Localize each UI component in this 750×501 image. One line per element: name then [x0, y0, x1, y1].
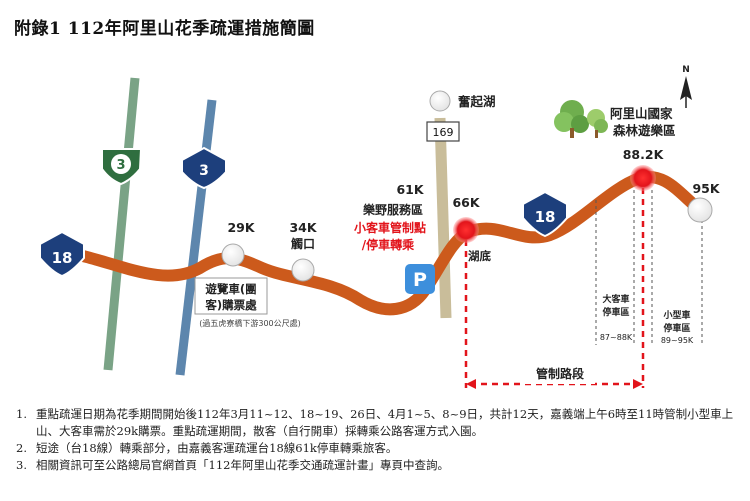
control-point-88k: [630, 165, 656, 191]
label-95k: 95K: [692, 181, 720, 196]
fenqihu-label: 奮起湖: [457, 94, 496, 109]
route-3-green-shield: 3: [101, 148, 143, 186]
highway-3-blue-road: [175, 99, 217, 376]
svg-text:18: 18: [52, 249, 73, 267]
svg-text:大客車: 大客車: [602, 293, 629, 305]
svg-text:遊覽車(團: 遊覽車(團: [205, 282, 256, 296]
svg-text:3: 3: [116, 158, 125, 173]
note-item: 3. 相關資訊可至公路總局官網首頁「112年阿里山花季交通疏運計畫」專頁中查詢。: [16, 458, 449, 472]
control-point-66k: [453, 217, 479, 243]
control-section-label: 管制路段: [536, 366, 585, 381]
label-29k: 29K: [227, 220, 255, 235]
notes-section: 1. 重點疏運日期為花季期間開始後112年3月11~12、18~19、26日、4…: [16, 406, 741, 474]
label-61k-sub: 樂野服務區: [362, 202, 423, 217]
svg-text:客)購票處: 客)購票處: [204, 298, 257, 312]
label-66k: 66K: [452, 195, 480, 210]
small-vehicle-parking-label: 小型車 停車區 89~95K: [661, 309, 694, 345]
parking-zone-lines: [595, 190, 703, 345]
page-title: 附錄1 112年阿里山花季疏運措施簡圖: [14, 19, 315, 39]
svg-text:89~95K: 89~95K: [661, 336, 694, 345]
label-61k: 61K: [396, 182, 424, 197]
large-vehicle-parking-label: 大客車 停車區 87~88K: [600, 293, 633, 342]
marker-29k: [221, 243, 245, 267]
svg-text:18: 18: [535, 208, 556, 226]
route-169-sign: 169: [426, 121, 460, 142]
tree-icon: [554, 100, 608, 138]
road-169: [434, 117, 452, 319]
route-18-shield-left: 18: [39, 230, 85, 278]
svg-text:P: P: [413, 269, 427, 291]
svg-text:小型車: 小型車: [662, 309, 690, 321]
north-arrow-icon: N: [680, 65, 692, 108]
note-item: 2. 短途（台18線）轉乘部分，由嘉義客運疏運台18線61k停車轉乘旅客。: [16, 441, 398, 455]
note-item: 1. 重點疏運日期為花季期間開始後112年3月11~12、18~19、26日、4…: [16, 407, 734, 438]
label-34k-sub: 觸口: [291, 236, 315, 251]
marker-34k: [291, 258, 315, 282]
svg-text:169: 169: [433, 126, 454, 139]
route-18-shield-right: 18: [522, 190, 568, 238]
control-point-label-2: /停車轉乘: [362, 237, 414, 252]
svg-text:停車區: 停車區: [602, 306, 629, 318]
hudi-label: 湖底: [468, 249, 491, 263]
highway-3-green-road: [103, 77, 140, 371]
svg-text:停車區: 停車區: [663, 322, 690, 334]
alishan-label-2: 森林遊樂區: [613, 123, 676, 138]
fenqihu-marker: [429, 90, 451, 112]
parking-icon: P: [405, 264, 435, 294]
marker-95k: [687, 197, 713, 223]
svg-text:3: 3: [199, 163, 209, 179]
label-34k: 34K: [289, 220, 317, 235]
control-point-label-1: 小客車管制點: [354, 220, 426, 235]
route-3-blue-shield: 3: [181, 146, 227, 190]
alishan-label-1: 阿里山國家: [610, 106, 673, 121]
tour-bus-ticket-box: 遊覽車(團 客)購票處: [194, 277, 268, 315]
svg-text:87~88K: 87~88K: [600, 333, 633, 342]
label-88k: 88.2K: [623, 147, 665, 162]
control-section-lines: [464, 188, 645, 389]
svg-text:N: N: [682, 65, 690, 75]
tour-bus-box-note: (過五虎寮橋下游300公尺處): [199, 318, 301, 328]
